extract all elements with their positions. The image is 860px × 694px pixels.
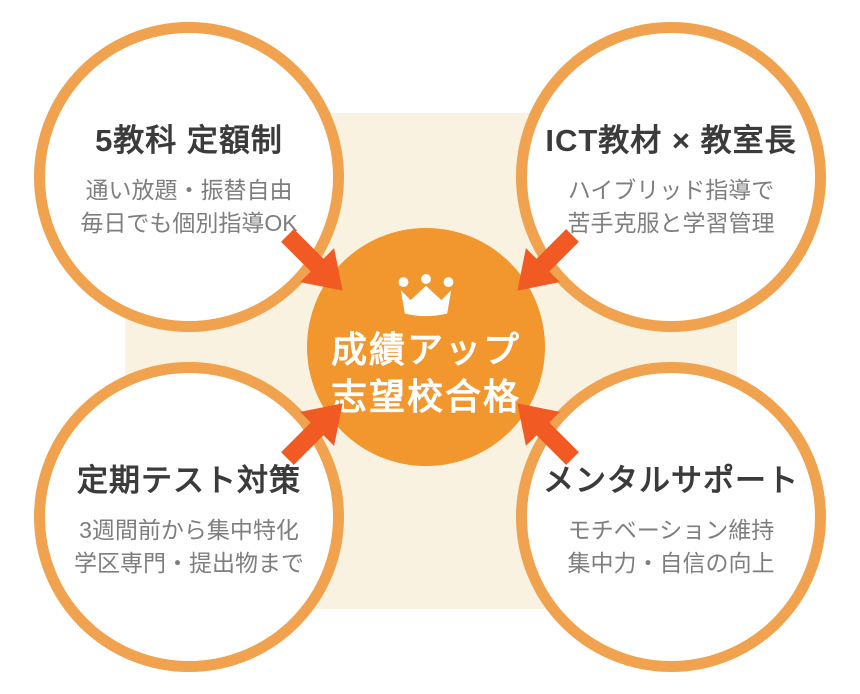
arrow-icon [517, 229, 579, 291]
arrow-bottom-right [499, 385, 591, 477]
arrow-top-left [269, 217, 361, 309]
feature-title: 定期テスト対策 [77, 462, 301, 498]
feature-subtitle-line: 集中力・自信の向上 [567, 549, 775, 576]
feature-subtitle-line: 3週間前から集中特化 [79, 516, 299, 543]
feature-title: メンタルサポート [543, 462, 799, 498]
goal-line-2: 志望校合格 [330, 375, 521, 417]
feature-circle-bottom-left: 定期テスト対策 3週間前から集中特化 学区専門・提出物まで [34, 362, 344, 672]
feature-circle-top-right: ICT教材 × 教室長 ハイブリッド指導で 苦手克服と学習管理 [516, 22, 826, 332]
feature-subtitle-line: ハイブリッド指導で [567, 176, 775, 203]
goal-circle: 成績アップ 志望校合格 [307, 228, 545, 466]
feature-subtitle-line: 苦手克服と学習管理 [567, 209, 775, 236]
feature-circle-top-left: 5教科 定額制 通い放題・振替自由 毎日でも個別指導OK [34, 22, 344, 332]
arrow-top-right [499, 217, 591, 309]
crown-icon [398, 273, 454, 316]
feature-subtitle-line: モチベーション維持 [567, 516, 775, 543]
feature-subtitle-line: 毎日でも個別指導OK [80, 209, 298, 236]
feature-circle-bottom-right: メンタルサポート モチベーション維持 集中力・自信の向上 [516, 362, 826, 672]
feature-subtitle-line: 学区専門・提出物まで [74, 549, 304, 576]
arrow-icon [281, 403, 343, 465]
arrow-icon [281, 229, 343, 291]
feature-title: ICT教材 × 教室長 [545, 122, 797, 158]
goal-line-1: 成績アップ [330, 328, 521, 370]
feature-subtitle-line: 通い放題・振替自由 [85, 176, 293, 203]
arrow-icon [517, 403, 579, 465]
arrow-bottom-left [269, 385, 361, 477]
feature-title: 5教科 定額制 [95, 122, 283, 158]
